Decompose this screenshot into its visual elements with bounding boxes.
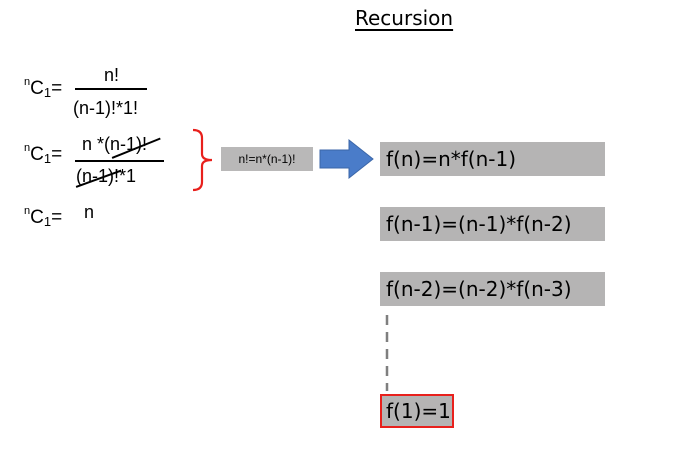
row2-fraction-bar bbox=[75, 160, 164, 162]
recursion-step-3: f(n-2)=(n-2)*f(n-3) bbox=[380, 272, 605, 306]
row1-denominator: (n-1)!*1! bbox=[73, 98, 139, 118]
label-eq: = bbox=[51, 78, 63, 99]
row1-fraction-bar bbox=[75, 88, 147, 90]
ncr-label-1: nC1= bbox=[24, 76, 62, 100]
label-sub: 1 bbox=[43, 214, 52, 229]
label-main: C bbox=[30, 78, 44, 99]
dashed-connector bbox=[385, 315, 389, 391]
label-eq: = bbox=[51, 144, 63, 165]
label-eq: = bbox=[51, 207, 63, 228]
ncr-label-2: nC1= bbox=[24, 142, 62, 166]
recursion-step-1: f(n)=n*f(n-1) bbox=[380, 142, 605, 176]
row1-numerator: n! bbox=[104, 65, 120, 85]
diagram-title: Recursion bbox=[355, 6, 454, 30]
label-sub: 1 bbox=[43, 85, 52, 100]
right-arrow-icon bbox=[319, 138, 374, 180]
label-sup: n bbox=[24, 205, 31, 217]
label-main: C bbox=[30, 207, 44, 228]
label-sub: 1 bbox=[43, 151, 52, 166]
recursion-step-2: f(n-1)=(n-1)*f(n-2) bbox=[380, 207, 605, 241]
ncr-label-3: nC1= bbox=[24, 205, 62, 229]
label-sup: n bbox=[24, 76, 31, 88]
curly-brace bbox=[192, 128, 213, 192]
label-main: C bbox=[30, 144, 44, 165]
base-case-box: f(1)=1 bbox=[380, 394, 454, 428]
factorial-note: n!=n*(n-1)! bbox=[221, 147, 313, 171]
row3-result: n bbox=[84, 202, 95, 222]
row2-numerator: n *(n-1)! bbox=[82, 134, 148, 154]
label-sup: n bbox=[24, 142, 31, 154]
